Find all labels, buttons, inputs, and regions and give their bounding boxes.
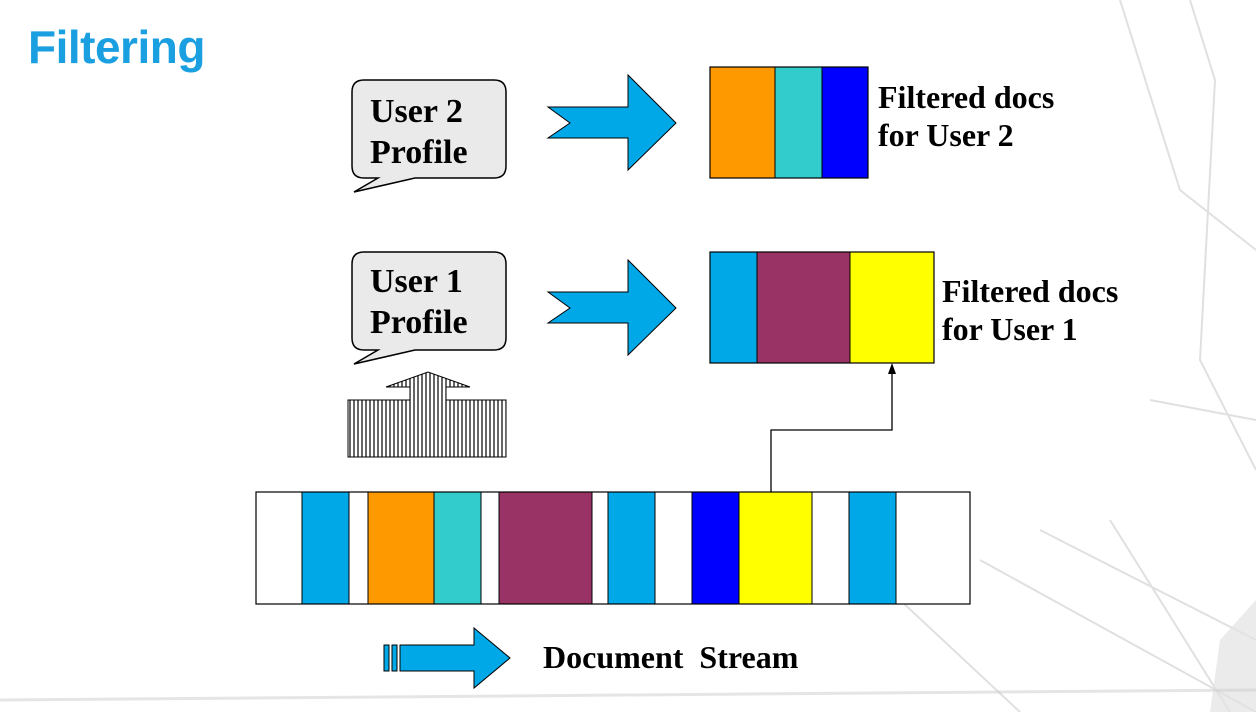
user1-result-line-2: for User 1 [942,311,1078,348]
user2-bubble-line-2: Profile [370,133,468,171]
user1-filter-arrow [546,258,677,357]
user2-filter-arrow [546,73,677,172]
connector-arrowhead [888,363,896,374]
user1-doc-block-2 [756,251,851,364]
user2-doc-block-2 [774,66,823,179]
stream-arrow-bar-2 [391,644,398,672]
user2-doc-block-1 [709,66,776,179]
stream-segment-4 [367,491,435,605]
stream-segment-15 [895,491,971,605]
document-stream-label: Document Stream [543,639,799,675]
stream-segment-5 [433,491,482,605]
stream-segment-10 [654,491,693,605]
user2-result-line-2: for User 2 [878,117,1014,154]
user2-doc-block-3 [821,66,869,179]
stream-segment-6 [480,491,500,605]
stream-to-profile-arrow [347,371,507,458]
stream-segment-14 [848,491,897,605]
stream-segment-7 [498,491,593,605]
stream-segment-3 [348,491,369,605]
stream-segment-2 [301,491,350,605]
stream-direction-arrow [399,626,511,690]
user2-bubble-line-1: User 2 [370,93,463,130]
user1-result-line-1: Filtered docs [942,273,1119,309]
user1-profile-bubble [351,251,507,365]
stream-segment-12 [738,491,813,605]
user1-bubble-line-1: User 1 [370,263,463,300]
stream-segment-11 [691,491,740,605]
stream-segment-13 [811,491,850,605]
user2-bubble-text: User 2 Profile [370,92,468,174]
stream-segment-9 [607,491,656,605]
user1-result-label: Filtered docs for User 1 [942,272,1118,349]
stream-to-docs-connector [770,372,893,492]
user1-bubble-line-2: Profile [370,303,468,341]
stream-segment-1 [255,491,303,605]
stream-arrow-bar-1 [383,644,390,672]
user1-bubble-text: User 1 Profile [370,262,468,344]
document-stream [255,491,971,605]
user2-result-label: Filtered docs for User 2 [878,78,1054,155]
stream-segment-8 [591,491,609,605]
user1-doc-block-3 [849,251,935,364]
user2-filtered-docs [709,66,869,179]
page-title: Filtering [28,21,205,73]
user1-filtered-docs [709,251,935,364]
user2-result-line-1: Filtered docs [878,79,1055,115]
user1-doc-block-1 [709,251,758,364]
user2-profile-bubble [351,79,507,193]
